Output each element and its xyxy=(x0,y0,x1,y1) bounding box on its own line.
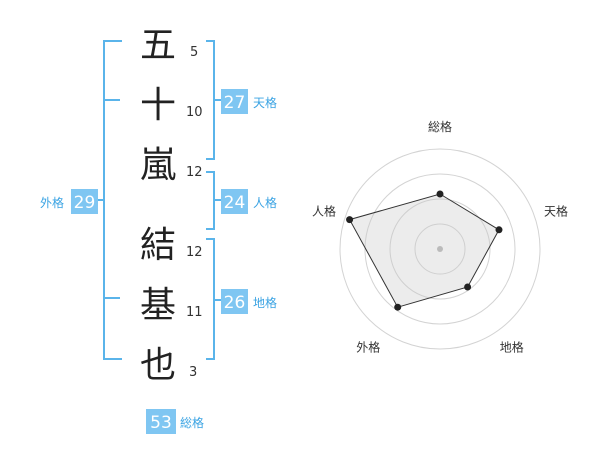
gaikaku-bracket xyxy=(103,40,122,360)
radar-axis-label-2: 天格 xyxy=(544,203,568,218)
radar-axis-label-4: 外格 xyxy=(356,340,380,355)
name-characters: 五 5 十 10 嵐 12 結 12 基 11 也 3 xyxy=(140,25,203,386)
radar-axis-label-1: 総格 xyxy=(428,119,452,134)
radar-area xyxy=(348,193,500,308)
chikaku-bracket xyxy=(206,238,215,360)
stroke-count-2: 10 xyxy=(186,105,203,120)
radar-ring-1 xyxy=(414,223,466,275)
fortune-brackets xyxy=(92,40,222,360)
radar-grid xyxy=(339,148,541,350)
name-char-6: 也 xyxy=(140,345,176,386)
soukaku-label: 総格 xyxy=(180,415,204,430)
chikaku-label: 地格 xyxy=(253,295,277,310)
name-char-3: 嵐 xyxy=(140,145,176,186)
tenkaku-value: 27 xyxy=(224,93,246,113)
radar-ring-3 xyxy=(364,173,516,325)
tenkaku-badge: 27 天格 xyxy=(221,89,277,114)
radar-axis-label-3: 地格 xyxy=(500,340,524,355)
chikaku-value: 26 xyxy=(224,293,246,313)
radar-center xyxy=(437,246,443,252)
radar-point-4 xyxy=(394,303,402,311)
radar-point-2 xyxy=(495,226,503,234)
gaikaku-badge: 外格 29 xyxy=(40,189,98,214)
tenkaku-label: 天格 xyxy=(253,95,277,110)
radar-point-5 xyxy=(346,216,354,224)
stroke-count-3: 12 xyxy=(186,165,203,180)
stroke-count-6: 3 xyxy=(189,365,197,380)
gaikaku-label: 外格 xyxy=(40,195,64,210)
soukaku-badge: 53 総格 xyxy=(146,409,204,434)
jinkaku-value: 24 xyxy=(224,193,246,213)
radar-ring-2 xyxy=(389,198,491,300)
jinkaku-bracket xyxy=(206,171,215,230)
soukaku-value: 53 xyxy=(150,413,172,433)
tenkaku-bracket xyxy=(206,40,215,160)
radar-point-3 xyxy=(464,283,472,291)
name-char-2: 十 xyxy=(140,85,176,126)
radar-point-1 xyxy=(436,190,444,198)
name-char-1: 五 xyxy=(140,25,176,66)
radar-ring-4 xyxy=(339,148,541,350)
stroke-count-1: 5 xyxy=(190,45,198,60)
stroke-count-5: 11 xyxy=(186,305,203,320)
gaikaku-value: 29 xyxy=(74,193,96,213)
jinkaku-label: 人格 xyxy=(253,195,277,210)
stroke-count-4: 12 xyxy=(186,245,203,260)
chikaku-badge: 26 地格 xyxy=(221,289,277,314)
radar-points xyxy=(346,190,503,311)
jinkaku-badge: 24 人格 xyxy=(221,189,277,214)
name-char-5: 基 xyxy=(140,285,176,326)
name-char-4: 結 xyxy=(140,225,176,266)
radar-axis-label-5: 人格 xyxy=(312,203,336,218)
